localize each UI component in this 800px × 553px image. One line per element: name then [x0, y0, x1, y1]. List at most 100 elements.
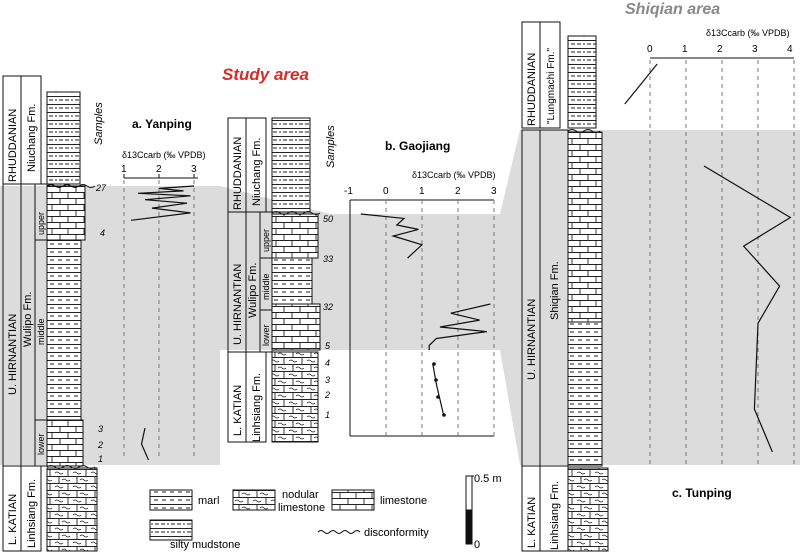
tunping-tick-1: 1 [682, 44, 688, 55]
yanping-sample-4: 4 [100, 228, 105, 238]
tunping-isotope-curve-main [703, 165, 792, 453]
yanping-tick-3: 3 [191, 164, 197, 175]
tunping-tick-2: 2 [717, 44, 723, 55]
gaojiang-data-point [436, 395, 440, 399]
tunping-formation-lungmachi: "Lungmachi Fm." [546, 48, 557, 124]
gaojiang-tick-2: 2 [455, 186, 461, 197]
tunping-disconformity [567, 129, 601, 133]
yanping-tick-1: 1 [121, 164, 127, 175]
hirnantian-band-gaojiang [330, 214, 500, 350]
tunping-section: RHUDDANIAN "Lungmachi Fm." U. HIRNANTIAN… [521, 21, 795, 552]
yanping-member-upper: upper [36, 212, 46, 235]
gaojiang-lithology-linhsiang [271, 351, 319, 443]
gaojiang-sample-4: 4 [325, 358, 330, 368]
gaojiang-sample-33: 33 [323, 254, 333, 264]
yanping-disconformity [46, 184, 96, 188]
tunping-formation-linhsiang: Linhsiang Fm. [549, 481, 561, 550]
tunping-stage-katian: L. KATIAN [526, 497, 538, 548]
scale-label-top: 0.5 m [474, 473, 502, 485]
tunping-lithology-lungmachi [567, 35, 597, 129]
tunping-lithology-linhsiang [567, 467, 609, 552]
gaojiang-stage-hirnantian: U. HIRNANTIAN [232, 264, 244, 345]
gaojiang-title: b. Gaojiang [385, 139, 450, 153]
yanping-base-disconformity [46, 465, 96, 469]
yanping-formation-niuchang: Niuchang Fm. [26, 104, 38, 172]
yanping-section: RHUDDANIAN Niuchang Fm. U. HIRNANTIAN Wu… [2, 75, 206, 552]
gaojiang-member-upper: upper [261, 229, 271, 252]
gaojiang-tick-3: 3 [491, 186, 497, 197]
gaojiang-sample-32: 32 [323, 302, 333, 312]
gaojiang-formation-wulipo: Wulipo Fm. [247, 263, 259, 318]
yanping-isotope-curve-upper [130, 185, 195, 221]
lithology-legend: marl nodular limestone limestone silty m… [149, 489, 429, 551]
gaojiang-member-middle: middle [261, 273, 271, 300]
yanping-member-middle: middle [36, 318, 46, 345]
gaojiang-stage-katian: L. KATIAN [232, 385, 244, 436]
tunping-stage-rhuddanian: RHUDDANIAN [526, 53, 538, 126]
gaojiang-data-point [434, 378, 438, 382]
yanping-formation-wulipo: Wulipo Fm. [22, 292, 34, 347]
gaojiang-disconformity [271, 211, 321, 215]
gaojiang-tick--1: -1 [344, 186, 353, 197]
gaojiang-section: RHUDDANIAN Niuchang Fm. U. HIRNANTIAN Wu… [227, 117, 497, 443]
gaojiang-formation-niuchang: Niuchang Fm. [251, 138, 263, 206]
tunping-lithology-shiqian-upper [567, 131, 603, 323]
gaojiang-member-lower: lower [261, 324, 271, 346]
hirnantian-band-yanping-plot [100, 186, 220, 465]
gaojiang-isotope-curve-lower [428, 303, 491, 350]
legend-swatch-marl [149, 489, 193, 511]
gaojiang-lithology-middle [271, 257, 313, 305]
gaojiang-lithology-lower [271, 303, 321, 351]
legend-label-marl: marl [198, 495, 219, 507]
legend-swatch-limestone [331, 489, 375, 511]
yanping-title: a. Yanping [132, 117, 192, 131]
legend-label-silty-mudstone: silty mudstone [170, 539, 240, 551]
legend-swatch-nodular-limestone [232, 489, 276, 511]
yanping-sample-3: 3 [98, 424, 103, 434]
tunping-tick-0: 0 [647, 44, 653, 55]
gaojiang-tick-0: 0 [383, 186, 389, 197]
tunping-formation-shiqian: Shiqian Fm. [549, 261, 561, 320]
gaojiang-isotope-curve-katian [432, 363, 445, 416]
yanping-lithology-lower [46, 419, 84, 467]
gaojiang-formation-linhsiang: Linhsiang Fm. [251, 373, 263, 442]
yanping-formation-linhsiang: Linhsiang Fm. [26, 479, 38, 548]
legend-label-nodular-limestone: nodular limestone [278, 489, 325, 514]
tunping-axis-label: δ13Ccarb (‰ VPDB) [706, 28, 790, 38]
yanping-sample-1: 1 [98, 454, 103, 464]
hirnantian-band-b-c [500, 130, 520, 465]
gaojiang-sample-2: 2 [324, 390, 330, 400]
tunping-lithology-shiqian-lower [567, 321, 603, 467]
legend-symbol-disconformity [317, 530, 361, 534]
yanping-samples-label: Samples [93, 102, 105, 145]
tunping-tick-4: 4 [787, 44, 793, 55]
gaojiang-sample-3: 3 [325, 375, 330, 385]
scale-label-bottom: 0 [474, 539, 480, 551]
yanping-isotope-curve-lower [140, 427, 150, 461]
gaojiang-sample-1: 1 [325, 410, 330, 420]
legend-label-disconformity: disconformity [364, 527, 429, 539]
yanping-sample-27: 27 [95, 183, 107, 193]
gaojiang-sample-5: 5 [325, 341, 331, 351]
tunping-title: c. Tunping [672, 486, 732, 500]
yanping-tick-2: 2 [156, 164, 162, 175]
gaojiang-lithology-upper [271, 213, 319, 259]
gaojiang-data-point [432, 362, 436, 366]
gaojiang-axis-label: δ13Ccarb (‰ VPDB) [412, 170, 496, 180]
yanping-lithology-middle [46, 239, 82, 421]
tunping-tick-3: 3 [752, 44, 758, 55]
shiqian-area-heading: Shiqian area [625, 1, 720, 18]
gaojiang-samples-label: Samples [325, 125, 337, 168]
hirnantian-band-tunping [520, 130, 800, 465]
yanping-stage-rhuddanian: RHUDDANIAN [7, 109, 19, 182]
gaojiang-tick-1: 1 [419, 186, 425, 197]
tunping-isotope-curve-rhuddanian [624, 63, 658, 105]
gaojiang-data-point [442, 413, 446, 417]
yanping-sample-2: 2 [97, 440, 103, 450]
tunping-stage-hirnantian: U. HIRNANTIAN [526, 299, 538, 380]
yanping-axis-label: δ13Ccarb (‰ VPDB) [122, 150, 206, 160]
study-area-heading: Study area [222, 65, 309, 84]
gaojiang-isotope-curve-upper [360, 213, 424, 259]
legend-label-limestone: limestone [380, 495, 427, 507]
